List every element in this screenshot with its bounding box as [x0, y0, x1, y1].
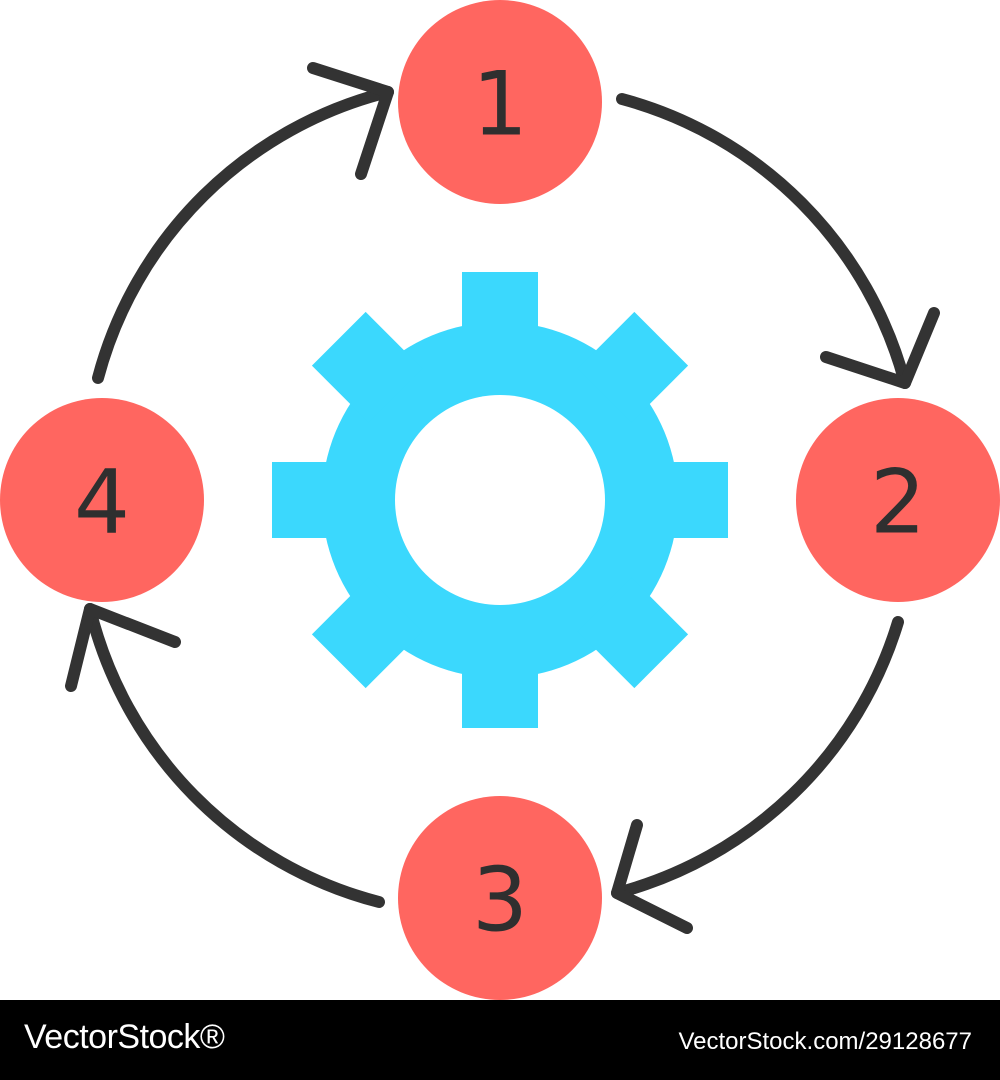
watermark-image-id: VectorStock.com/29128677 — [678, 1028, 972, 1055]
watermark-footer: VectorStock® VectorStock.com/29128677 — [0, 1000, 1000, 1080]
arrowhead-3 — [611, 819, 693, 934]
step-circle-1 — [398, 0, 602, 204]
arrow-1-to-2 — [616, 93, 911, 389]
step-label-4: 4 — [74, 451, 130, 554]
arrow-3-to-4 — [84, 603, 385, 908]
step-node-2: 2 — [796, 398, 1000, 602]
gear-icon — [272, 272, 728, 728]
arrow-4-to-1 — [92, 86, 394, 384]
gear-hole — [395, 395, 605, 605]
step-circle-4 — [0, 398, 204, 602]
arrowhead-1 — [307, 62, 394, 180]
arrowhead-4 — [65, 603, 181, 692]
cycle-diagram: 1 2 3 4 — [0, 0, 1000, 1000]
step-node-3: 3 — [398, 796, 602, 1000]
step-label-1: 1 — [472, 53, 528, 156]
step-label-2: 2 — [870, 451, 926, 554]
step-circle-2 — [796, 398, 1000, 602]
step-node-4: 4 — [0, 398, 204, 602]
step-circle-3 — [398, 796, 602, 1000]
arrow-2-to-3 — [611, 616, 904, 899]
arrowhead-2 — [820, 307, 940, 389]
step-label-3: 3 — [472, 849, 528, 952]
step-node-1: 1 — [398, 0, 602, 204]
watermark-brand: VectorStock® — [24, 1018, 225, 1056]
